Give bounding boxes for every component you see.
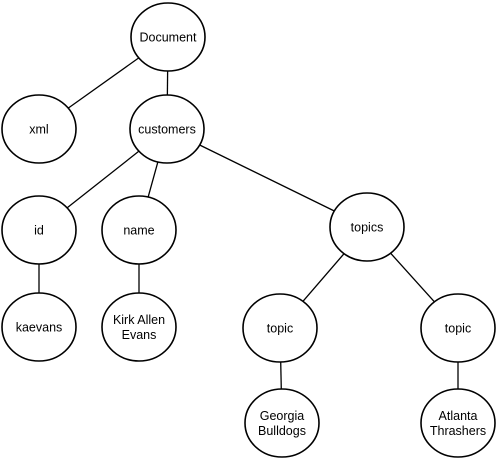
edges-layer: [38, 57, 459, 390]
node-topic-1: topic: [242, 293, 318, 363]
node-ellipse: [1, 292, 77, 362]
node-name: name: [101, 195, 177, 265]
node-id: id: [1, 195, 77, 265]
node-label: Georgia: [260, 409, 305, 423]
node-label: topic: [445, 322, 471, 336]
node-label: Document: [140, 31, 197, 45]
node-ellipse: [244, 388, 320, 458]
node-ellipse: [420, 293, 496, 363]
node-xml: xml: [1, 94, 77, 164]
node-ellipse: [129, 94, 205, 164]
node-label: name: [123, 224, 154, 238]
node-ellipse: [130, 2, 206, 72]
node-label: customers: [138, 123, 196, 137]
node-ellipse: [420, 388, 496, 458]
node-label: Atlanta: [439, 409, 478, 423]
node-customers: customers: [129, 94, 205, 164]
edge-customers-to-name: [147, 161, 159, 198]
node-ellipse: [242, 293, 318, 363]
node-label: Bulldogs: [258, 424, 306, 438]
node-ellipse: [1, 94, 77, 164]
node-kaevans: kaevans: [1, 292, 77, 362]
node-ellipse: [101, 195, 177, 265]
node-ellipse: [329, 192, 405, 262]
node-label: kaevans: [16, 321, 63, 335]
edge-topics-to-topic-2: [390, 252, 435, 303]
edge-customers-to-id: [66, 150, 140, 209]
node-label: Evans: [122, 328, 157, 342]
node-label: Kirk Allen: [113, 313, 165, 327]
edge-document-to-xml: [67, 57, 140, 109]
node-ellipse: [101, 292, 177, 362]
node-label: topics: [351, 221, 384, 235]
edge-topics-to-topic-1: [302, 253, 345, 302]
node-label: Thrashers: [430, 424, 486, 438]
node-ellipse: [1, 195, 77, 265]
node-topics: topics: [329, 192, 405, 262]
node-topic-2: topic: [420, 293, 496, 363]
nodes-layer: Document xml customers id name topics kaevans K…: [1, 2, 496, 458]
node-label: xml: [29, 123, 48, 137]
edge-customers-to-topics: [199, 144, 335, 212]
node-document: Document: [130, 2, 206, 72]
node-label: topic: [267, 322, 293, 336]
edge-topic-1-to-georgia-bulldogs: [280, 361, 282, 390]
node-label: id: [34, 224, 44, 238]
